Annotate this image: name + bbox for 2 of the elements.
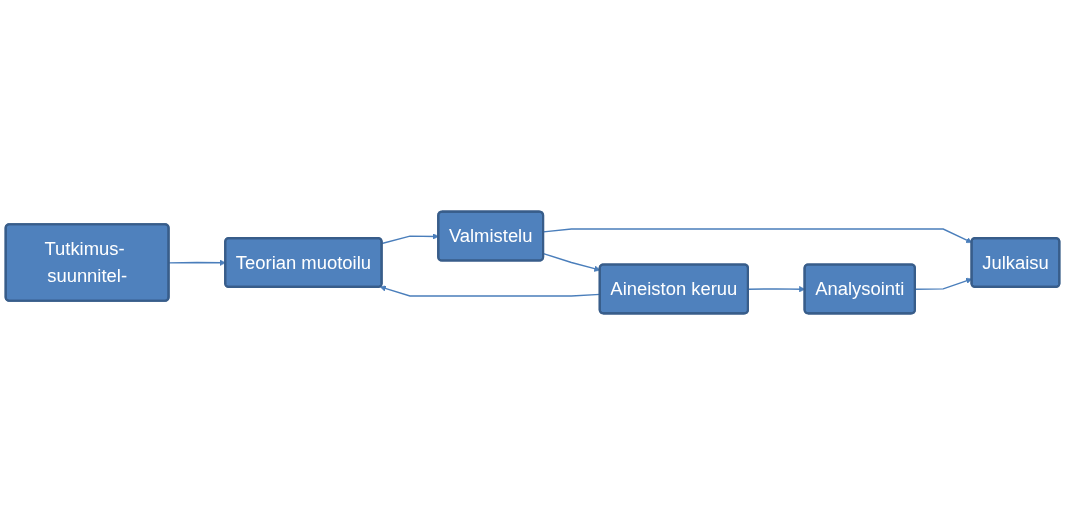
arrow: [168, 259, 226, 266]
arrow: [381, 233, 439, 245]
